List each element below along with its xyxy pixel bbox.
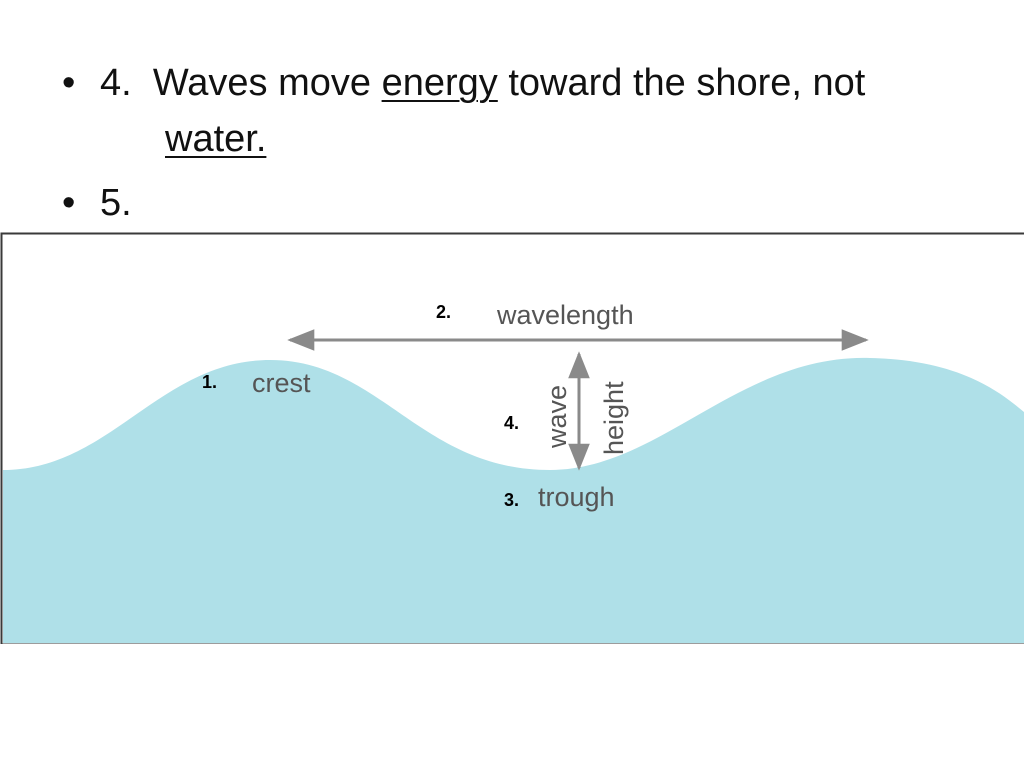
bullet-text-pre: Waves move bbox=[152, 62, 372, 104]
bullet-number: 5. bbox=[100, 182, 132, 224]
bullet-number: 4. bbox=[100, 62, 132, 104]
bullet-item-5: • 5. bbox=[62, 182, 132, 225]
wave-label: wave bbox=[542, 385, 572, 449]
bullet-marker: • bbox=[62, 182, 76, 224]
bullet-item-4-continuation: water. bbox=[165, 118, 266, 161]
trough-label: trough bbox=[538, 482, 615, 512]
crest-number: 1. bbox=[202, 372, 217, 392]
bullet-item-4: • 4. Waves move energy toward the shore, … bbox=[62, 62, 865, 105]
bullet-text-mid: toward the shore, not bbox=[508, 62, 866, 104]
wave-height-number: 4. bbox=[504, 413, 519, 433]
wave-diagram: 2. wavelength 1. crest 4. wave height 3.… bbox=[0, 232, 1024, 648]
crest-label: crest bbox=[252, 368, 311, 398]
trough-number: 3. bbox=[504, 490, 519, 510]
energy-term: energy bbox=[381, 62, 498, 104]
wavelength-number: 2. bbox=[436, 302, 451, 322]
wavelength-label: wavelength bbox=[496, 300, 634, 330]
bullet-marker: • bbox=[62, 62, 76, 104]
water-wave bbox=[3, 357, 1024, 643]
height-label: height bbox=[599, 381, 629, 455]
water-term: water. bbox=[165, 118, 267, 160]
